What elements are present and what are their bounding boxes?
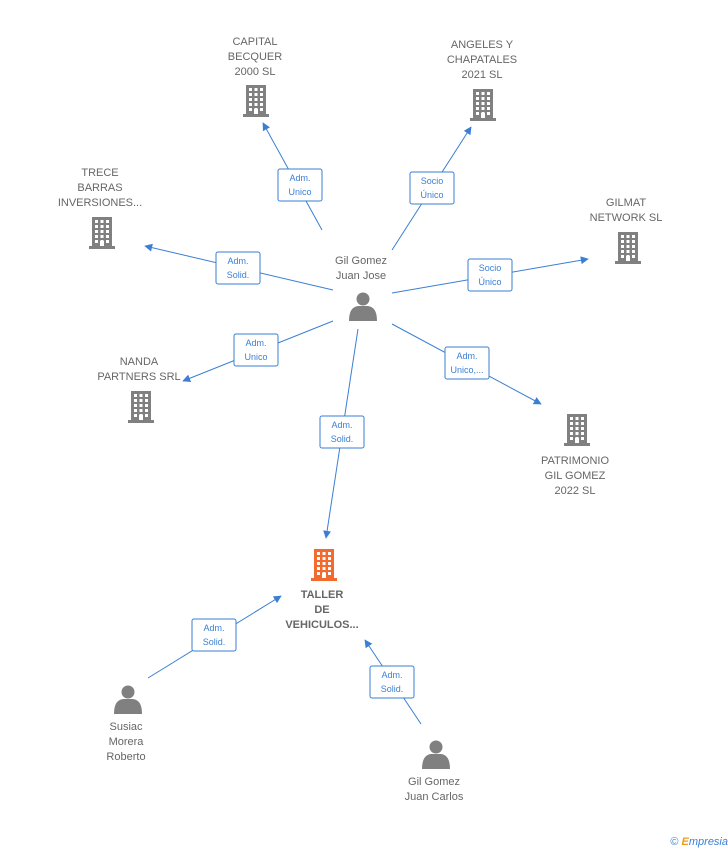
edge-label-text: Solid. [203,637,226,647]
edge-to-nanda-partners: Adm. Unico [182,320,334,383]
edge-label-text: Unico [288,187,311,197]
edge-label-box[interactable]: Adm. Unico,... [444,346,490,380]
node-patrimonio-gil-gomez[interactable]: PATRIMONIO GIL GOMEZ 2022 SL [541,414,609,497]
node-label: GILMAT [606,197,646,209]
edge-label-box[interactable]: Adm. Unico [233,333,279,367]
edge-to-taller-from-juan-carlos: Adm. Solid. [364,639,422,725]
edge-label-box[interactable]: Adm. Unico [277,168,323,202]
edge-to-trece-barras: Adm. Solid. [144,243,334,291]
edge-label-text: Adm. [331,420,352,430]
node-label: Gil Gomez [408,776,460,788]
edge-to-taller-from-susiac: Adm. Solid. [147,595,282,679]
building-icon [470,89,496,121]
building-icon [243,85,269,117]
edge-label-text: Adm. [289,173,310,183]
edge-label-text: Adm. [245,338,266,348]
edge-label-frame [409,171,455,205]
edge-label-frame [215,251,261,285]
edge-label-text: Solid. [381,684,404,694]
brand-name: mpresia [688,836,728,848]
edge-label-text: Adm. [203,623,224,633]
node-label: CHAPATALES [447,54,517,66]
building-icon [564,414,590,446]
node-label: PARTNERS SRL [97,371,180,383]
node-capital-becquer[interactable]: CAPITAL BECQUER 2000 SL [228,36,282,117]
node-label: Gil Gomez [335,255,387,267]
node-label: CAPITAL [232,36,277,48]
edge-label-box[interactable]: Adm. Solid. [191,618,237,652]
node-label: 2021 SL [462,69,503,81]
edge-label-frame [319,415,365,449]
edge-to-taller-from-juan-jose: Adm. Solid. [319,328,365,539]
edge-label-frame [191,618,237,652]
node-label: VEHICULOS... [285,619,358,631]
edge-label-text: Adm. [456,351,477,361]
node-label: DE [314,604,329,616]
edge-label-box[interactable]: Adm. Solid. [369,665,415,699]
node-label: Juan Carlos [405,791,464,803]
node-label: INVERSIONES... [58,197,142,209]
edge-to-capital-becquer: Adm. Unico [262,122,323,231]
person-icon [114,685,142,714]
node-label: Roberto [106,751,145,763]
edge-label-frame [233,333,279,367]
node-nanda-partners[interactable]: NANDA PARTNERS SRL [97,356,181,423]
edge-label-text: Solid. [331,434,354,444]
node-label: BARRAS [77,182,122,194]
building-icon [615,232,641,264]
edge-label-text: Adm. [381,670,402,680]
node-label: Susiac [109,721,143,733]
person-icon [349,292,377,321]
edge-label-text: Unico [244,352,267,362]
edge-label-text: Adm. [227,256,248,266]
node-label: GIL GOMEZ [545,470,606,482]
node-label: 2000 SL [235,66,276,78]
node-label: Morera [109,736,145,748]
node-angeles-chapatales[interactable]: ANGELES Y CHAPATALES 2021 SL [447,39,517,121]
node-label: Juan Jose [336,270,386,282]
edge-label-frame [369,665,415,699]
building-icon [89,217,115,249]
edge-label-text: Unico,... [450,365,483,375]
building-icon [128,391,154,423]
focus-company-icon [311,549,337,581]
edge-label-frame [467,258,513,292]
node-label: PATRIMONIO [541,455,609,467]
edge-label-text: Socio [421,176,444,186]
brand-initial: E [681,836,689,848]
empresia-brand[interactable]: ©Empresia [670,836,728,848]
node-trece-barras[interactable]: TRECE BARRAS INVERSIONES... [58,167,142,249]
node-label: BECQUER [228,51,282,63]
node-label: TRECE [81,167,118,179]
edge-label-text: Único [478,277,501,287]
edge-label-frame [277,168,323,202]
person-icon [422,740,450,769]
edge-label-text: Solid. [227,270,250,280]
node-gilmat-network[interactable]: GILMAT NETWORK SL [590,197,663,264]
edge-label-box[interactable]: Adm. Solid. [319,415,365,449]
node-label: NETWORK SL [590,212,663,224]
node-taller-vehiculos[interactable]: TALLER DE VEHICULOS... [285,549,359,631]
edge-label-text: Único [420,190,443,200]
copyright-icon: © [670,836,679,848]
edge-label-frame [444,346,490,380]
node-label: NANDA [120,356,159,368]
edge-label-text: Socio [479,263,502,273]
node-label: ANGELES Y [451,39,514,51]
edge-to-patrimonio-gil-gomez: Adm. Unico,... [391,323,542,405]
edge-label-box[interactable]: Adm. Solid. [215,251,261,285]
node-label: 2022 SL [555,485,596,497]
node-label: TALLER [301,589,344,601]
